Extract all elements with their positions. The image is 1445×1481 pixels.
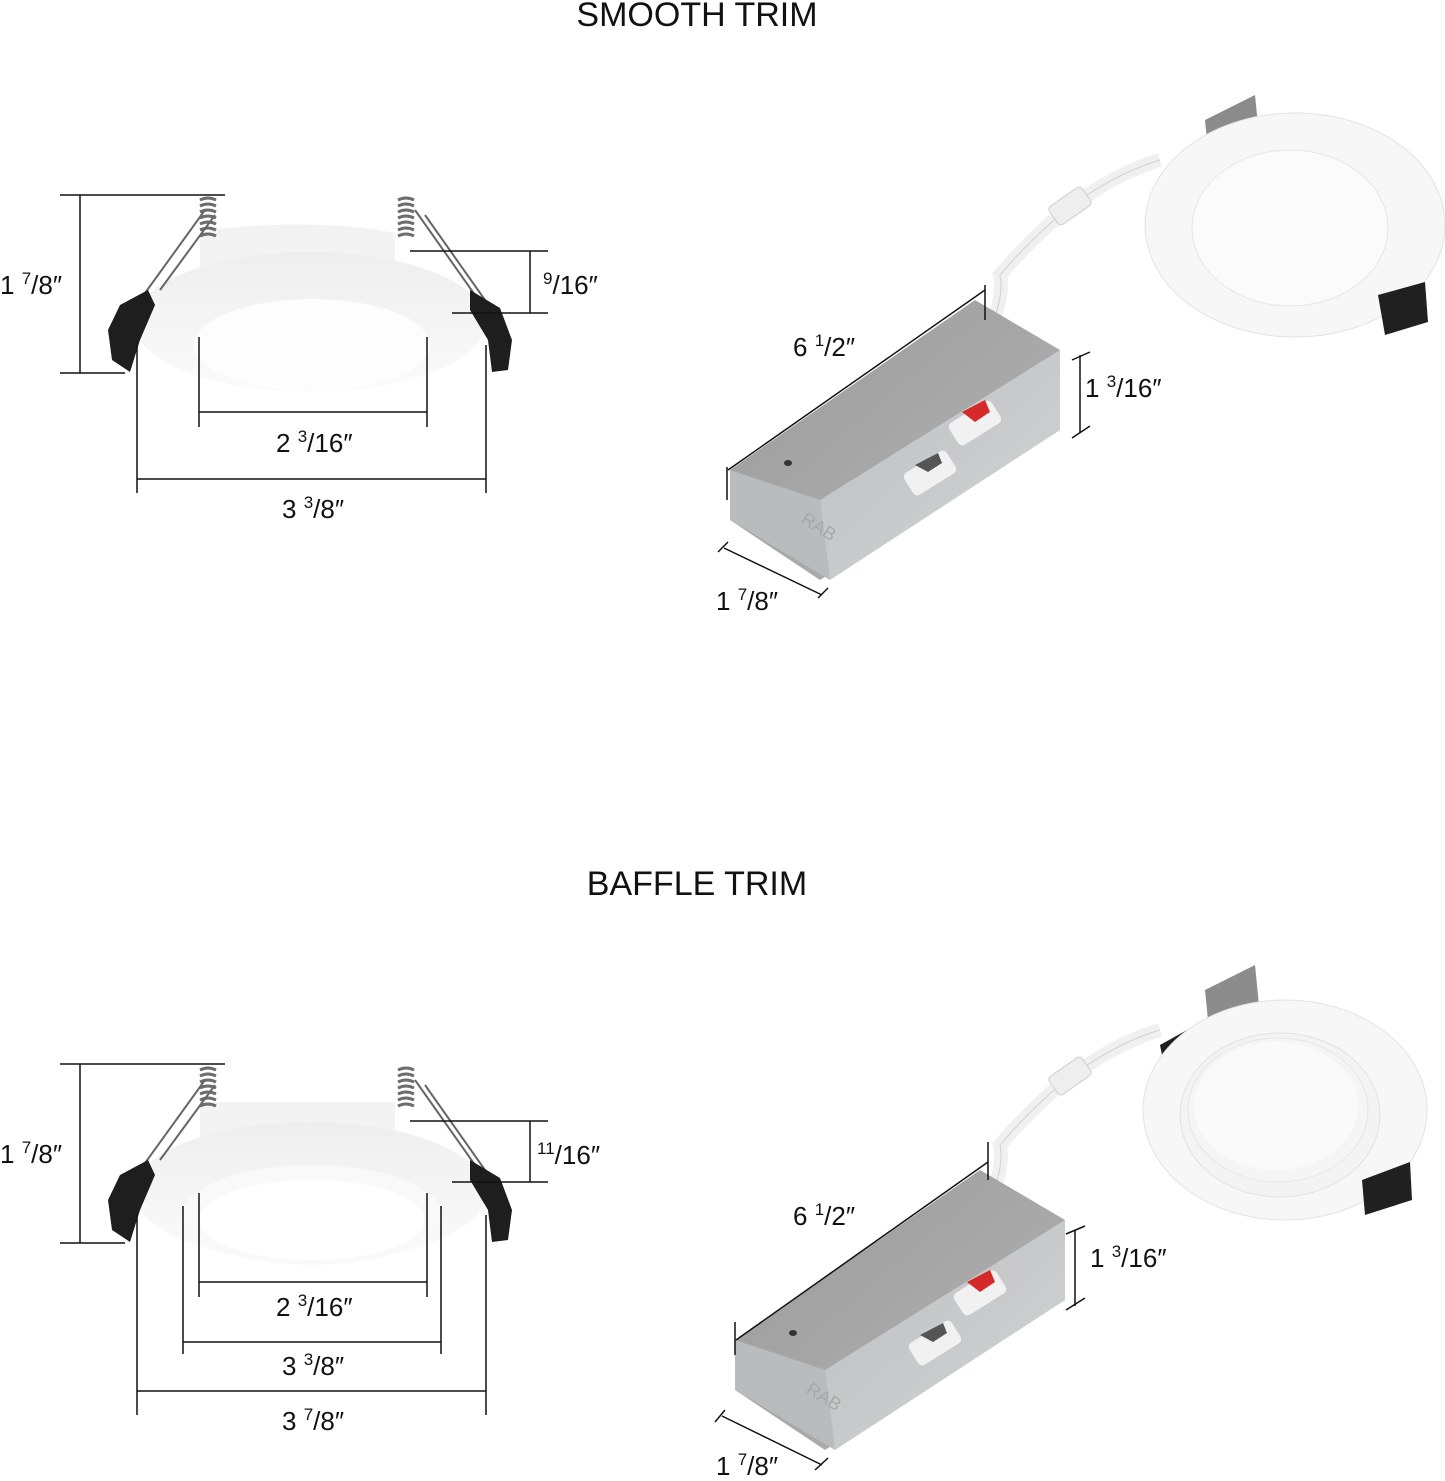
baffle-junction-box: RAB [735,1170,1065,1450]
smooth-iso-view: RAB [730,95,1445,580]
dim-baffle-trim-height: 11/16″ [537,1139,601,1170]
dim-baffle-box-length: 6 1/2″ [793,1200,856,1231]
cable-connector [1048,186,1092,226]
dim-baffle-box-height: 1 3/16″ [1090,1242,1167,1273]
dim-baffle-overall-height: 1 7/8″ [0,1138,63,1169]
mounting-clip [1378,282,1428,335]
dim-smooth-overall-height: 1 7/8″ [0,269,63,300]
connector-gray [920,1323,947,1342]
mounting-clip-right [470,290,512,372]
mounting-clip-right [470,1160,512,1242]
dim-smooth-outer-diameter: 3 3/8″ [282,493,345,524]
connector-gray [915,453,942,472]
section-title-smooth-trim: SMOOTH TRIM [576,0,818,34]
connector-red [962,400,990,422]
smooth-side-dimensions [60,194,548,493]
dim-smooth-box-width: 1 7/8″ [716,585,779,616]
cable-connector [1048,1056,1092,1096]
section-title-baffle-trim: BAFFLE TRIM [586,865,808,903]
mounting-clip-left [108,1160,155,1242]
connector-red [967,1270,995,1292]
dim-smooth-trim-height: 9/16″ [543,269,598,300]
dim-smooth-aperture: 2 3/16″ [276,427,353,458]
smooth-side-view [108,196,512,392]
dim-smooth-box-length: 6 1/2″ [793,331,856,362]
baffle-iso-dimensions [714,1142,1086,1471]
mounting-clip [1362,1162,1412,1215]
dim-baffle-box-width: 1 7/8″ [716,1450,779,1481]
baffle-side-dimensions [60,1063,548,1415]
dim-smooth-box-height: 1 3/16″ [1085,372,1162,403]
mounting-clip-left [108,290,155,372]
dim-baffle-diameter: 3 3/8″ [282,1350,345,1381]
dim-baffle-aperture: 2 3/16″ [276,1291,353,1322]
dim-baffle-outer-diameter: 3 7/8″ [282,1405,345,1436]
baffle-side-view [108,1066,512,1265]
baffle-iso-view [978,965,1428,1221]
smooth-iso-dimensions [717,285,1091,599]
